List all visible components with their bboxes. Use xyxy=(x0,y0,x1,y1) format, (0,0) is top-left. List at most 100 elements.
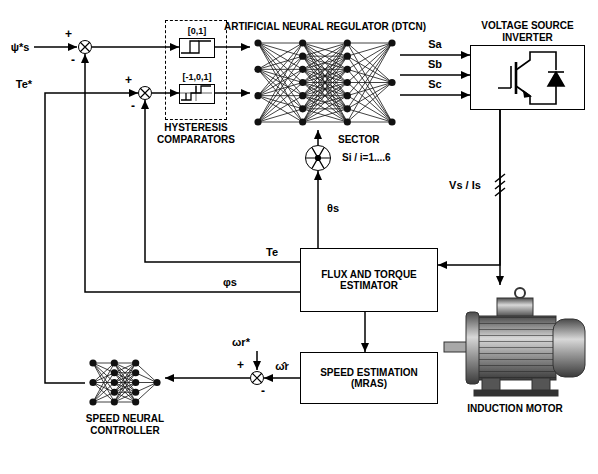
signal-connector xyxy=(215,92,250,94)
neuron xyxy=(111,359,118,366)
signal-connector xyxy=(438,110,500,265)
neuron xyxy=(254,92,261,99)
signal-connector xyxy=(45,93,138,383)
block-title: SECTOR xyxy=(338,134,380,146)
comparator-group: HYSTERESIS COMPARATORS[0,1][-1,0,1] xyxy=(165,20,227,120)
neuron xyxy=(89,379,96,386)
neuron xyxy=(132,379,139,386)
neuron xyxy=(132,369,139,376)
network-link xyxy=(347,43,392,109)
neuron xyxy=(299,66,306,73)
neuron xyxy=(299,53,306,60)
signal-connector xyxy=(145,100,300,262)
network-link xyxy=(258,43,303,44)
sign-label: - xyxy=(71,54,75,68)
motor-drawing xyxy=(444,288,585,396)
network-link xyxy=(303,43,348,122)
network-link xyxy=(93,373,114,402)
neuron xyxy=(111,379,118,386)
neuron xyxy=(388,118,395,125)
sector-wheel: SECTORSi / i=1....6 xyxy=(305,145,331,171)
speed-controller: SPEED NEURAL CONTROLLER xyxy=(85,355,165,410)
network-link xyxy=(258,43,303,122)
network-link xyxy=(258,56,303,122)
estimator-box: FLUX AND TORQUE ESTIMATOR xyxy=(300,248,438,312)
sign-label: + xyxy=(237,359,244,373)
sign-label: - xyxy=(261,385,265,399)
neuron xyxy=(344,79,351,86)
sign-label: - xyxy=(131,100,135,114)
induction-motor: INDUCTION MOTOR xyxy=(440,285,590,400)
neuron xyxy=(299,92,306,99)
network-link xyxy=(258,96,303,122)
summing-junction: +- xyxy=(250,371,264,385)
sector-wheel-spokes xyxy=(306,148,330,169)
network-link xyxy=(303,43,348,109)
signal-connector xyxy=(400,74,470,76)
inverter-box: VOLTAGE SOURCE INVERTER xyxy=(470,45,585,110)
neuron xyxy=(132,398,139,405)
neuron xyxy=(89,359,96,366)
signal-connector xyxy=(364,312,366,352)
hysteresis-symbol xyxy=(180,41,212,101)
igbt-symbol xyxy=(498,52,564,104)
neuron xyxy=(299,39,306,46)
network-link xyxy=(347,43,392,122)
signal-label: Te xyxy=(264,246,280,258)
sign-label: + xyxy=(65,28,72,42)
neuron xyxy=(388,79,395,86)
signal-label: Sa xyxy=(426,38,443,50)
network-link xyxy=(347,43,392,122)
estimator-box: SPEED ESTIMATION (MRAS) xyxy=(300,352,438,404)
signal-label: Sc xyxy=(426,78,443,90)
signal-connector xyxy=(400,54,470,56)
neuron xyxy=(388,39,395,46)
signal-connector xyxy=(264,377,300,379)
neuron xyxy=(111,369,118,376)
neural-network xyxy=(89,359,160,405)
signal-label: Vs / Is xyxy=(447,179,483,191)
signal-label: Sb xyxy=(426,58,444,70)
network-link xyxy=(303,43,348,109)
signal-name: ωr* xyxy=(230,336,252,348)
summing-junction: +- xyxy=(138,86,152,100)
network-link xyxy=(303,122,348,123)
network-link xyxy=(258,83,303,123)
network-link xyxy=(258,69,303,122)
neuron xyxy=(254,39,261,46)
network-link xyxy=(258,43,303,109)
network-link xyxy=(303,69,348,122)
block-title: SPEED NEURAL CONTROLLER xyxy=(50,413,200,436)
neural-regulator: ARTIFICIAL NEURAL REGULATOR (DTCN) xyxy=(250,35,400,130)
signal-connector xyxy=(400,94,470,96)
box-label: SPEED ESTIMATION (MRAS) xyxy=(301,367,437,390)
neuron xyxy=(254,66,261,73)
signal-name: ψ*s xyxy=(9,41,32,53)
neuron xyxy=(132,389,139,396)
neuron xyxy=(344,118,351,125)
network-link xyxy=(258,109,303,122)
network-link xyxy=(303,109,348,122)
neuron xyxy=(344,92,351,99)
signal-label: ω̂r xyxy=(273,360,291,372)
network-link xyxy=(258,43,303,96)
summing-junction: +- xyxy=(78,40,92,54)
hysteresis-comparator: [0,1] xyxy=(179,38,215,58)
neuron xyxy=(344,53,351,60)
block-title: ARTIFICIAL NEURAL REGULATOR (DTCN) xyxy=(200,21,450,33)
network-link xyxy=(258,96,303,122)
network-link xyxy=(347,43,392,96)
signal-label: θs xyxy=(325,202,341,214)
block-title: [-1,0,1] xyxy=(167,72,227,82)
block-title: INDUCTION MOTOR xyxy=(440,403,590,415)
signal-connector xyxy=(85,54,300,292)
network-link xyxy=(303,43,348,122)
neuron xyxy=(132,359,139,366)
block-title: HYSTERESIS COMPARATORS xyxy=(146,122,246,145)
neuron xyxy=(299,79,306,86)
network-link xyxy=(347,43,392,44)
network-link xyxy=(347,122,392,123)
network-link xyxy=(347,83,392,123)
